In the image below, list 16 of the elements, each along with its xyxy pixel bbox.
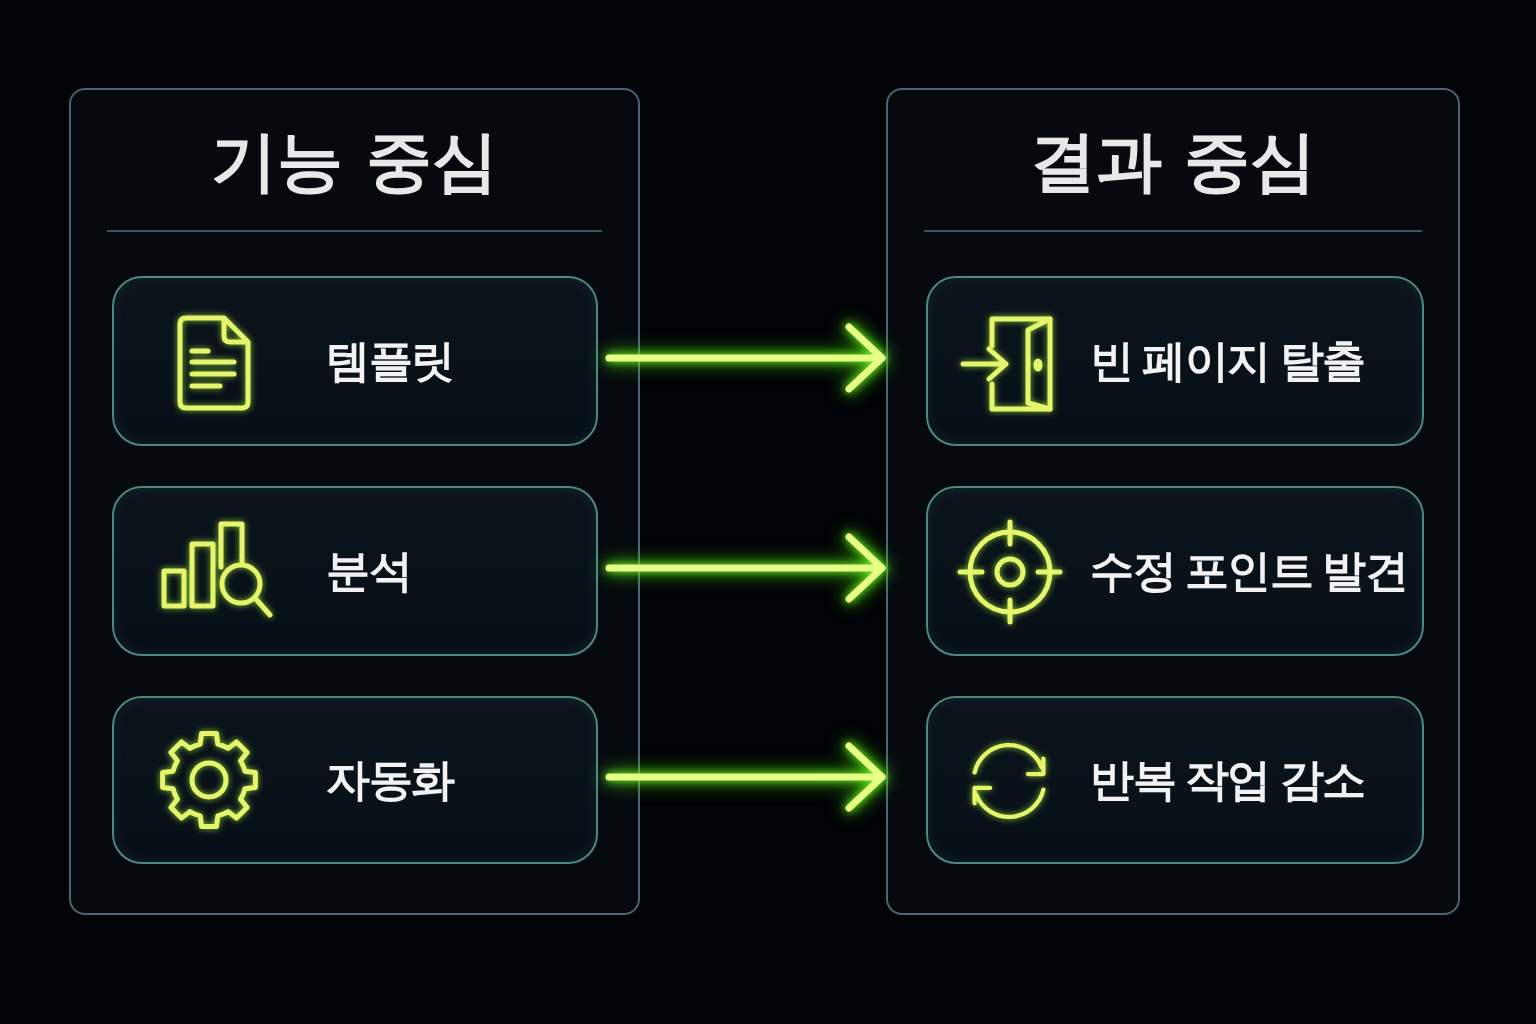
item-card — [112, 486, 598, 656]
item-card — [112, 696, 598, 864]
card-label: 분석 — [326, 544, 411, 598]
card-label: 반복 작업 감소 — [1090, 753, 1365, 807]
card-label: 빈 페이지 탈출 — [1090, 334, 1365, 388]
item-card — [926, 696, 1424, 864]
card-label: 템플릿 — [326, 334, 454, 388]
panel-heading: 결과 중심 — [1029, 122, 1317, 202]
item-card — [926, 276, 1424, 446]
panel-heading: 기능 중심 — [211, 122, 498, 202]
panel — [69, 88, 640, 915]
panel — [886, 88, 1460, 915]
item-card — [926, 486, 1424, 656]
item-card — [112, 276, 598, 446]
card-label: 자동화 — [326, 753, 454, 807]
card-label: 수정 포인트 발견 — [1090, 544, 1408, 598]
